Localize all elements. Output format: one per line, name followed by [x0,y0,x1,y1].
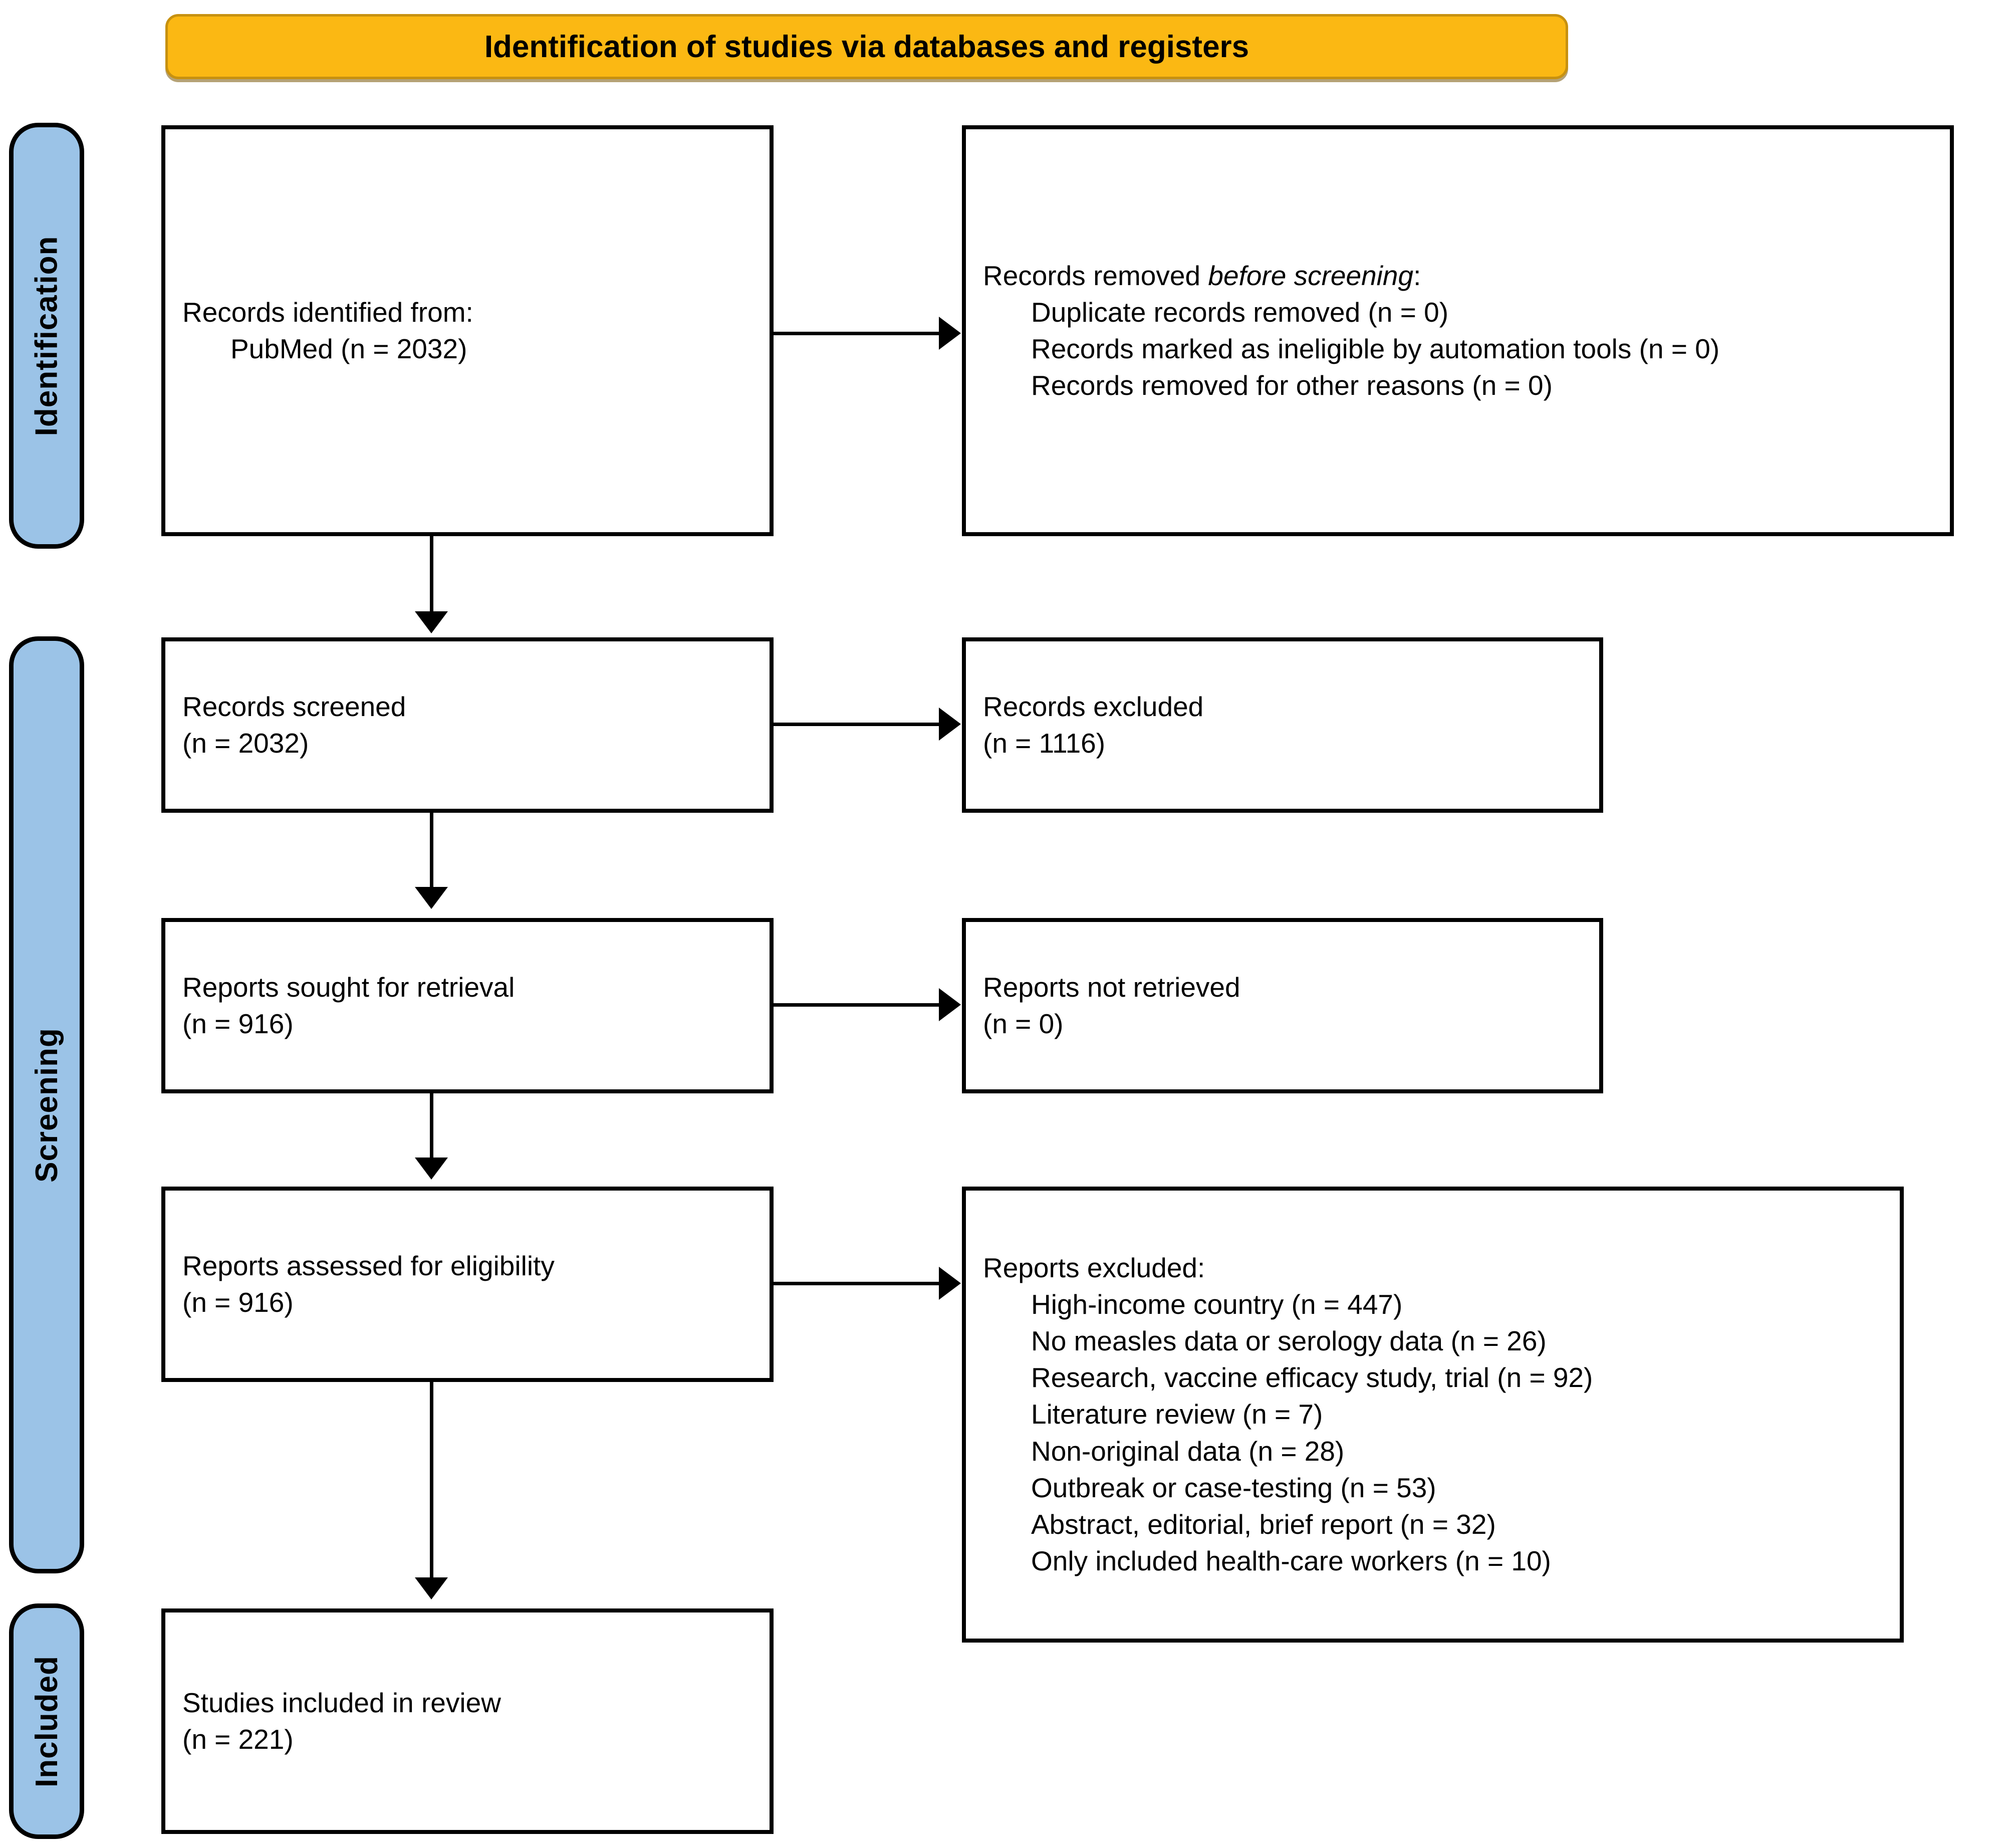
arrow-down-sought-to-assessed-line [430,1093,433,1158]
stage-label-screening-text: Screening [29,1027,64,1183]
records-removed-heading-italic: before screening [1208,260,1414,291]
stage-label-included: Included [9,1603,84,1839]
records-identified-line2: PubMed (n = 2032) [230,333,467,364]
records-excluded-line1: Records excluded [983,690,1204,722]
box-records-removed-before-screening: Records removed before screening: Duplic… [962,125,1954,536]
records-removed-heading: Records removed before screening: [983,258,1933,294]
stage-label-identification-text: Identification [29,236,64,436]
box-reports-sought-for-retrieval: Reports sought for retrieval (n = 916) [161,918,774,1093]
arrow-down-sought-to-assessed-head-icon [415,1158,448,1180]
arrow-down-assessed-to-included-head-icon [415,1577,448,1599]
arrow-right-identified-to-removed-line [774,332,939,335]
records-removed-item-2: Records marked as ineligible by automati… [1031,333,1720,364]
reports-not-retrieved-line1: Reports not retrieved [983,971,1240,1003]
box-records-excluded: Records excluded (n = 1116) [962,637,1603,813]
reports-excluded-item-4: Literature review (n = 7) [1031,1399,1323,1430]
reports-excluded-item-1: High-income country (n = 447) [1031,1289,1403,1320]
box-studies-included-in-review: Studies included in review (n = 221) [161,1608,774,1834]
records-removed-heading-prefix: Records removed [983,260,1208,291]
stage-label-screening: Screening [9,636,84,1573]
box-reports-not-retrieved: Reports not retrieved (n = 0) [962,918,1603,1093]
arrow-right-screened-to-excluded-head-icon [939,708,961,741]
reports-not-retrieved-line2: (n = 0) [983,1008,1064,1039]
arrow-down-screened-to-sought-line [430,813,433,887]
box-reports-assessed-for-eligibility: Reports assessed for eligibility (n = 91… [161,1187,774,1382]
studies-included-line2: (n = 221) [182,1724,294,1755]
stage-label-included-text: Included [29,1655,64,1787]
arrow-right-screened-to-excluded-line [774,723,939,726]
reports-excluded-item-7: Abstract, editorial, brief report (n = 3… [1031,1508,1496,1540]
records-removed-item-1: Duplicate records removed (n = 0) [1031,296,1449,328]
arrow-down-screened-to-sought-head-icon [415,887,448,909]
reports-excluded-item-3: Research, vaccine efficacy study, trial … [1031,1362,1593,1394]
arrow-right-assessed-to-reports-excluded-line [774,1282,939,1285]
arrow-right-sought-to-not-retrieved-head-icon [939,988,961,1021]
box-records-screened: Records screened (n = 2032) [161,637,774,813]
reports-assessed-line1: Reports assessed for eligibility [182,1250,555,1281]
records-excluded-line2: (n = 1116) [983,728,1106,759]
arrow-right-assessed-to-reports-excluded-head-icon [939,1267,961,1300]
records-screened-line1: Records screened [182,690,406,722]
reports-assessed-line2: (n = 916) [182,1287,294,1318]
box-reports-excluded: Reports excluded: High-income country (n… [962,1187,1904,1643]
box-records-identified: Records identified from: PubMed (n = 203… [161,125,774,536]
banner-title: Identification of studies via databases … [484,29,1249,64]
arrow-right-sought-to-not-retrieved-line [774,1003,939,1007]
arrow-right-identified-to-removed-head-icon [939,317,961,350]
records-screened-line2: (n = 2032) [182,728,309,759]
records-identified-line1: Records identified from: [182,296,473,328]
reports-excluded-heading: Reports excluded: [983,1252,1205,1283]
reports-sought-line2: (n = 916) [182,1008,294,1039]
stage-label-identification: Identification [9,123,84,549]
reports-sought-line1: Reports sought for retrieval [182,971,515,1003]
reports-excluded-item-2: No measles data or serology data (n = 26… [1031,1325,1547,1357]
reports-excluded-item-5: Non-original data (n = 28) [1031,1435,1345,1467]
arrow-down-assessed-to-included-line [430,1382,433,1577]
records-removed-heading-suffix: : [1413,260,1421,291]
identification-banner: Identification of studies via databases … [165,14,1568,79]
reports-excluded-item-6: Outbreak or case-testing (n = 53) [1031,1472,1436,1503]
reports-excluded-item-8: Only included health-care workers (n = 1… [1031,1545,1551,1576]
arrow-down-identified-to-screened-line [430,536,433,611]
arrow-down-identified-to-screened-head-icon [415,611,448,633]
studies-included-line1: Studies included in review [182,1687,501,1718]
records-removed-item-3: Records removed for other reasons (n = 0… [1031,370,1553,401]
